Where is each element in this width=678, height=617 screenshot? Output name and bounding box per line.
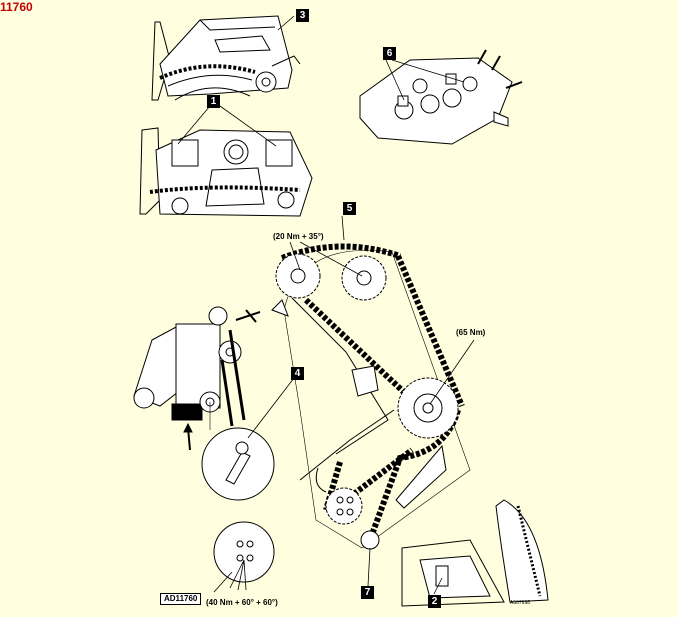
oil-pump-sprocket [325, 487, 363, 525]
camshaft-bearing-detail [139, 127, 313, 217]
torque-bolts: (40 Nm + 60° + 60°) [206, 598, 278, 607]
callout-6: 6 [383, 47, 396, 60]
lower-housing-detail [401, 499, 549, 607]
small-reference: A567698 [510, 600, 531, 606]
callout-2: 2 [428, 595, 441, 608]
cylinder-head-detail [359, 49, 523, 145]
torque-crankshaft-sprocket: (65 Nm) [456, 328, 486, 337]
leader-lines [177, 15, 475, 595]
callout-5: 5 [343, 202, 356, 215]
torque-camshaft-sprockets: (20 Nm + 35°) [273, 232, 324, 241]
idler-sprocket [360, 530, 380, 550]
callout-7: 7 [361, 586, 374, 599]
document-id: 11760 [0, 0, 33, 14]
camshaft-cover-detail [151, 15, 301, 101]
reference-box: AD11760 [160, 593, 202, 605]
callout-1: 1 [207, 95, 220, 108]
timing-drive [271, 243, 471, 550]
callout-4: 4 [291, 367, 304, 380]
callout-3: 3 [296, 9, 309, 22]
tensioner-detail [133, 306, 275, 591]
bolt-pattern-magnified-view [213, 521, 275, 583]
